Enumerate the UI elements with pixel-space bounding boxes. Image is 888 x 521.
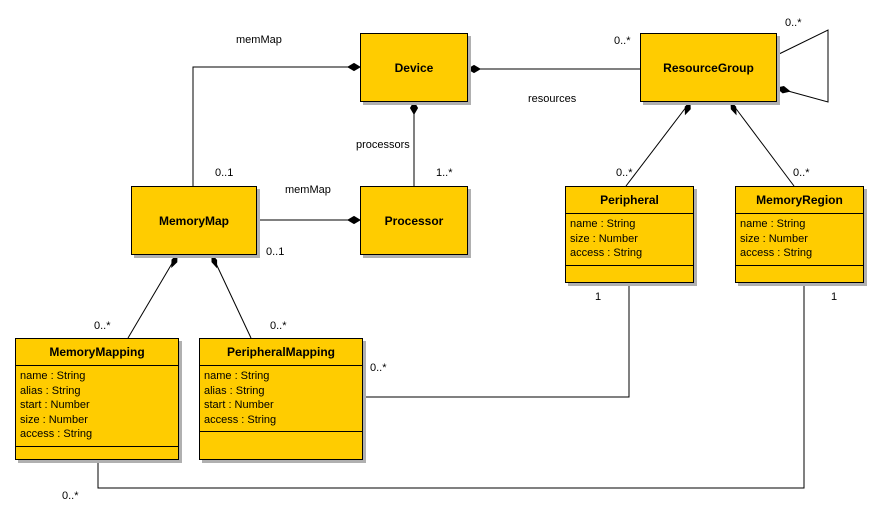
class-name: Peripheral <box>566 187 693 214</box>
attribute-list: name : String size : Number access : Str… <box>736 214 863 266</box>
attribute: access : String <box>570 247 643 259</box>
class-name: Processor <box>384 213 444 228</box>
edge-peripheral-peripheralmapping <box>363 283 630 398</box>
class-peripheral[interactable]: Peripheral name : String size : Number a… <box>565 186 694 283</box>
attribute: access : String <box>20 428 93 440</box>
class-memoryregion[interactable]: MemoryRegion name : String size : Number… <box>735 186 864 283</box>
attribute-list: name : String alias : String start : Num… <box>16 366 178 447</box>
multiplicity-memorymap-right: 0..1 <box>266 246 285 258</box>
multiplicity-memoryregion-bottom: 1 <box>831 291 838 303</box>
class-name: ResourceGroup <box>663 60 754 75</box>
multiplicity-peripheralmapping-top: 0..* <box>270 320 287 332</box>
attribute: name : String <box>740 218 806 230</box>
attribute-list: name : String size : Number access : Str… <box>566 214 693 266</box>
multiplicity-resourcegroup-left: 0..* <box>614 35 631 47</box>
diamond-resourcegroup-peripheral <box>684 100 691 116</box>
multiplicity-memorymapping-bottom: 0..* <box>62 490 79 502</box>
class-processor[interactable]: Processor <box>360 186 468 255</box>
class-name: MemoryRegion <box>736 187 863 214</box>
edge-resourcegroup-peripheral <box>625 101 691 187</box>
multiplicity-peripheral-top: 0..* <box>616 167 633 179</box>
class-name: MemoryMap <box>158 213 229 228</box>
attribute-list: name : String alias : String start : Num… <box>200 366 362 432</box>
attribute: name : String <box>204 370 270 382</box>
attribute: start : Number <box>20 399 90 411</box>
role-memmap-device: memMap <box>236 34 282 46</box>
attribute: name : String <box>570 218 636 230</box>
class-name: MemoryMapping <box>16 339 178 366</box>
multiplicity-memorymapping-top: 0..* <box>94 320 111 332</box>
class-device[interactable]: Device <box>360 33 468 102</box>
edge-memorymap-memorymapping <box>127 254 178 339</box>
attribute: start : Number <box>204 399 274 411</box>
diamond-memorymap-peripheralmapping <box>211 253 218 269</box>
role-processors: processors <box>356 139 410 151</box>
multiplicity-memorymap-top: 0..1 <box>215 167 234 179</box>
diamond-resourcegroup-self <box>775 85 791 94</box>
role-memmap-processor: memMap <box>285 184 331 196</box>
edge-resourcegroup-self <box>776 29 829 103</box>
multiplicity-resourcegroup-self: 0..* <box>785 17 802 29</box>
edge-memoryregion-memorymapping <box>97 283 805 489</box>
edge-memorymap-peripheralmapping <box>211 254 252 339</box>
class-peripheralmapping[interactable]: PeripheralMapping name : String alias : … <box>199 338 363 460</box>
diamond-processor-memmap <box>347 215 361 225</box>
diamond-device-processors <box>409 101 419 115</box>
class-name: Device <box>394 60 434 75</box>
edge-resourcegroup-memoryregion <box>730 101 795 187</box>
class-name: PeripheralMapping <box>200 339 362 366</box>
multiplicity-peripheralmapping-right: 0..* <box>370 362 387 374</box>
attribute: name : String <box>20 370 86 382</box>
attribute: size : Number <box>740 232 808 245</box>
attribute: access : String <box>204 413 277 426</box>
multiplicity-processor-top: 1..* <box>436 167 453 179</box>
class-memorymap[interactable]: MemoryMap <box>131 186 257 255</box>
edge-memorymap-device <box>192 66 360 186</box>
diamond-memorymap-memorymapping <box>171 253 178 269</box>
role-resources: resources <box>528 93 577 105</box>
attribute: size : Number <box>570 232 638 245</box>
attribute: alias : String <box>20 384 81 397</box>
diamond-device-memmap <box>347 62 361 72</box>
attribute: alias : String <box>204 384 265 397</box>
attribute: size : Number <box>20 413 88 426</box>
multiplicity-memoryregion-top: 0..* <box>793 167 810 179</box>
class-memorymapping[interactable]: MemoryMapping name : String alias : Stri… <box>15 338 179 460</box>
diamond-resourcegroup-memoryregion <box>730 100 737 116</box>
diamond-device-resources <box>467 64 481 74</box>
multiplicity-peripheral-bottom: 1 <box>595 291 602 303</box>
attribute: access : String <box>740 247 813 259</box>
class-resourcegroup[interactable]: ResourceGroup <box>640 33 777 102</box>
